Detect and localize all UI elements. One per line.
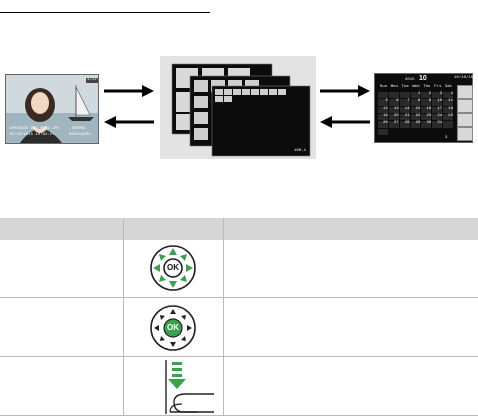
frame-badge: 1/12 <box>86 78 98 83</box>
multi-selector-ok-icon <box>150 305 196 351</box>
calendar-thumbnail[interactable] <box>457 99 473 113</box>
arrow-left-icon <box>104 116 154 128</box>
calendar-thumb-column <box>457 85 473 141</box>
calendar-day-cell[interactable]: 27 <box>388 121 399 128</box>
calendar-day-cell[interactable]: 8 <box>410 99 421 106</box>
calendar-day-cell[interactable]: 16 <box>421 106 432 113</box>
calendar-day-cell[interactable]: 12 <box>378 106 388 113</box>
calendar-day-cell[interactable]: 21 <box>399 114 410 121</box>
calendar-day-cell[interactable]: 24 <box>432 114 443 121</box>
calendar-day-cell[interactable]: 30 <box>421 121 432 128</box>
calendar-day-header: Sun <box>379 85 388 89</box>
calendar-day-cell[interactable]: 4 <box>443 92 453 99</box>
calendar-day-cell[interactable]: 14 <box>399 106 410 113</box>
calendar-day-cell[interactable]: 18 <box>443 106 453 113</box>
calendar-day-header: Mon <box>390 85 398 89</box>
table-divider <box>123 218 124 416</box>
calendar-day-cell[interactable]: 5 <box>378 99 388 106</box>
calendar-day-header: Thu <box>423 85 431 89</box>
calendar-day-cell[interactable]: 22 <box>410 114 421 121</box>
thumbnail-panel: 100-1 <box>160 56 316 159</box>
calendar-day-header: Sat <box>444 85 453 89</box>
calendar-day-cell[interactable] <box>378 92 388 99</box>
calendar-year: 2015 <box>405 78 415 82</box>
arrow-right-icon <box>320 85 370 97</box>
calendar-day-cell[interactable]: 17 <box>432 106 443 113</box>
calendar-day-cell[interactable]: 13 <box>388 106 399 113</box>
table-header <box>0 218 478 240</box>
calendar-day-header: Fri <box>434 85 442 89</box>
calendar-day-cell[interactable]: 11 <box>443 99 453 106</box>
calendar-thumbnail[interactable] <box>457 85 473 99</box>
calendar-day-cell[interactable]: 9 <box>421 99 432 106</box>
table-divider <box>0 415 478 416</box>
calendar-day-cell[interactable]: 29 <box>410 121 421 128</box>
arrow-right-icon <box>104 85 154 97</box>
calendar-thumbnail[interactable] <box>457 127 473 141</box>
thumbnail-counter: 100-1 <box>294 149 307 153</box>
calendar-thumbnail[interactable] <box>457 113 473 127</box>
calendar-date-label: 10/10/15 <box>454 76 474 80</box>
info-right-2: 6000x4000 <box>69 133 91 137</box>
calendar-day-cell[interactable]: 2 <box>421 92 432 99</box>
calendar-counter: 3 <box>445 136 448 140</box>
calendar-day-cell[interactable] <box>443 121 453 128</box>
portrait-photo <box>6 75 98 143</box>
calendar-day-cell[interactable]: 26 <box>378 121 388 128</box>
calendar-day-cell[interactable]: 7 <box>399 99 410 106</box>
calendar-day-cell[interactable]: 28 <box>399 121 410 128</box>
calendar-day-cell[interactable]: 1 <box>410 92 421 99</box>
table-divider <box>0 297 478 298</box>
ok-label: OK <box>167 263 179 272</box>
shutter-release-icon <box>165 360 214 414</box>
calendar-day-header: Tue <box>401 85 409 89</box>
info-line-1: 100D5100 DSC_0001.JPG <box>9 127 60 131</box>
info-right-1: NORMAL <box>72 127 87 131</box>
arrow-left-icon <box>320 116 370 128</box>
calendar-day-cell[interactable]: 19 <box>378 114 388 121</box>
calendar-day-header: Wed <box>412 85 420 89</box>
calendar-day-cell[interactable] <box>378 128 388 135</box>
calendar-day-cell[interactable]: 23 <box>421 114 432 121</box>
calendar-month: 10 <box>419 75 427 82</box>
multi-selector-arrows-icon <box>150 245 196 291</box>
calendar-day-cell[interactable]: 31 <box>432 121 443 128</box>
calendar-day-cell[interactable]: 6 <box>388 99 399 106</box>
title-rule <box>0 12 210 13</box>
calendar-day-cell[interactable] <box>399 92 410 99</box>
calendar-day-cell[interactable]: 25 <box>443 114 453 121</box>
calendar-day-cell[interactable] <box>388 92 399 99</box>
thumbnail-stack <box>171 63 311 157</box>
table-divider <box>223 218 224 416</box>
info-line-2: 15/10/2015 10:02:27 <box>9 133 55 137</box>
calendar-day-cell[interactable]: 15 <box>410 106 421 113</box>
table-divider <box>0 356 478 357</box>
calendar-day-cell[interactable]: 3 <box>432 92 443 99</box>
ok-label: OK <box>167 323 179 332</box>
single-frame-screen: 100D5100 DSC_0001.JPG 15/10/2015 10:02:2… <box>5 74 99 144</box>
calendar-day-cell[interactable]: 20 <box>388 114 399 121</box>
calendar-day-cell[interactable]: 10 <box>432 99 443 106</box>
